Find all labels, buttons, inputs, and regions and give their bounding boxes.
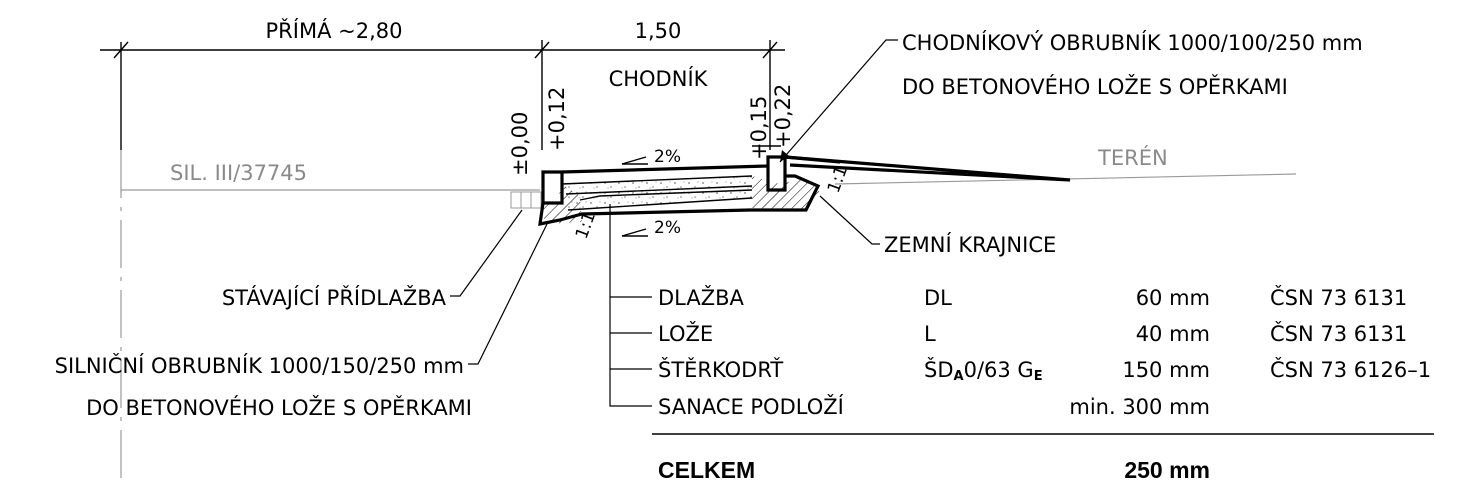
layer-name: SANACE PODLOŽÍ <box>658 394 844 419</box>
leader-road-curb <box>468 221 549 365</box>
layer-thickness: min. 300 mm <box>1069 395 1210 419</box>
shoulder-label: ZEMNÍ KRAJNICE <box>884 232 1056 257</box>
layer-code: DL <box>924 286 952 310</box>
road-curb-label-1: SILNIČNÍ OBRUBNÍK 1000/150/250 mm <box>55 353 464 378</box>
layer-row: LOŽE L 40 mm ČSN 73 6131 <box>658 321 1407 346</box>
total-value: 250 mm <box>1124 457 1210 483</box>
terrain-label: TERÉN <box>1097 145 1168 170</box>
layer-name: DLAŽBA <box>658 285 745 310</box>
slope-bottom: 2% <box>654 218 681 238</box>
layer-code: L <box>924 322 936 346</box>
layer-code: ŠDA0/63 GE <box>924 357 1043 384</box>
slope-top-arrow <box>621 156 647 165</box>
total-label: CELKEM <box>658 457 755 483</box>
layer-row: DLAŽBA DL 60 mm ČSN 73 6131 <box>658 285 1407 310</box>
layer-standard: ČSN 73 6131 <box>1270 285 1407 310</box>
layers-table: DLAŽBA DL 60 mm ČSN 73 6131 LOŽE L 40 mm… <box>652 285 1434 483</box>
layer-thickness: 150 mm <box>1122 358 1210 382</box>
existing-paving <box>510 191 542 209</box>
height-022: +0,22 <box>771 84 795 148</box>
road-curb-label-2: DO BETONOVÉHO LOŽE S OPĚRKAMI <box>86 395 472 420</box>
layer-name: LOŽE <box>658 321 713 346</box>
layer-name: ŠTĚRKODRŤ <box>658 357 783 382</box>
layer-thickness: 60 mm <box>1136 286 1210 310</box>
dim-prima: PŘÍMÁ ~2,80 <box>266 18 403 43</box>
dimension-lines <box>100 40 785 150</box>
height-012: +0,12 <box>545 87 569 151</box>
slope-top: 2% <box>654 147 681 167</box>
leader-existing-paving <box>450 209 523 297</box>
sidewalk-structure <box>538 155 1071 227</box>
dim-sidewalk-width: 1,50 <box>635 19 682 43</box>
road-label: SIL. III/37745 <box>170 161 307 185</box>
layer-row: ŠTĚRKODRŤ ŠDA0/63 GE 150 mm ČSN 73 6126–… <box>658 357 1431 384</box>
layer-bracket <box>609 204 652 407</box>
layer-standard: ČSN 73 6126–1 <box>1270 357 1431 382</box>
leader-sidewalk-curb <box>779 39 898 163</box>
layer-thickness: 40 mm <box>1136 322 1210 346</box>
sidewalk-label: CHODNÍK <box>609 66 709 91</box>
sidewalk-curb-label-1: CHODNÍKOVÝ OBRUBNÍK 1000/100/250 mm <box>902 30 1363 55</box>
layer-standard: ČSN 73 6131 <box>1270 321 1407 346</box>
leader-shoulder <box>819 195 880 245</box>
height-000: ±0,00 <box>508 112 532 176</box>
existing-paving-label: STÁVAJÍCÍ PŘÍDLAŽBA <box>222 285 447 310</box>
layer-row: SANACE PODLOŽÍ min. 300 mm <box>658 394 1210 419</box>
sidewalk-curb-label-2: DO BETONOVÉHO LOŽE S OPĚRKAMI <box>902 74 1288 99</box>
height-015: +0,15 <box>747 96 771 160</box>
slope-bottom-arrow <box>621 228 647 237</box>
